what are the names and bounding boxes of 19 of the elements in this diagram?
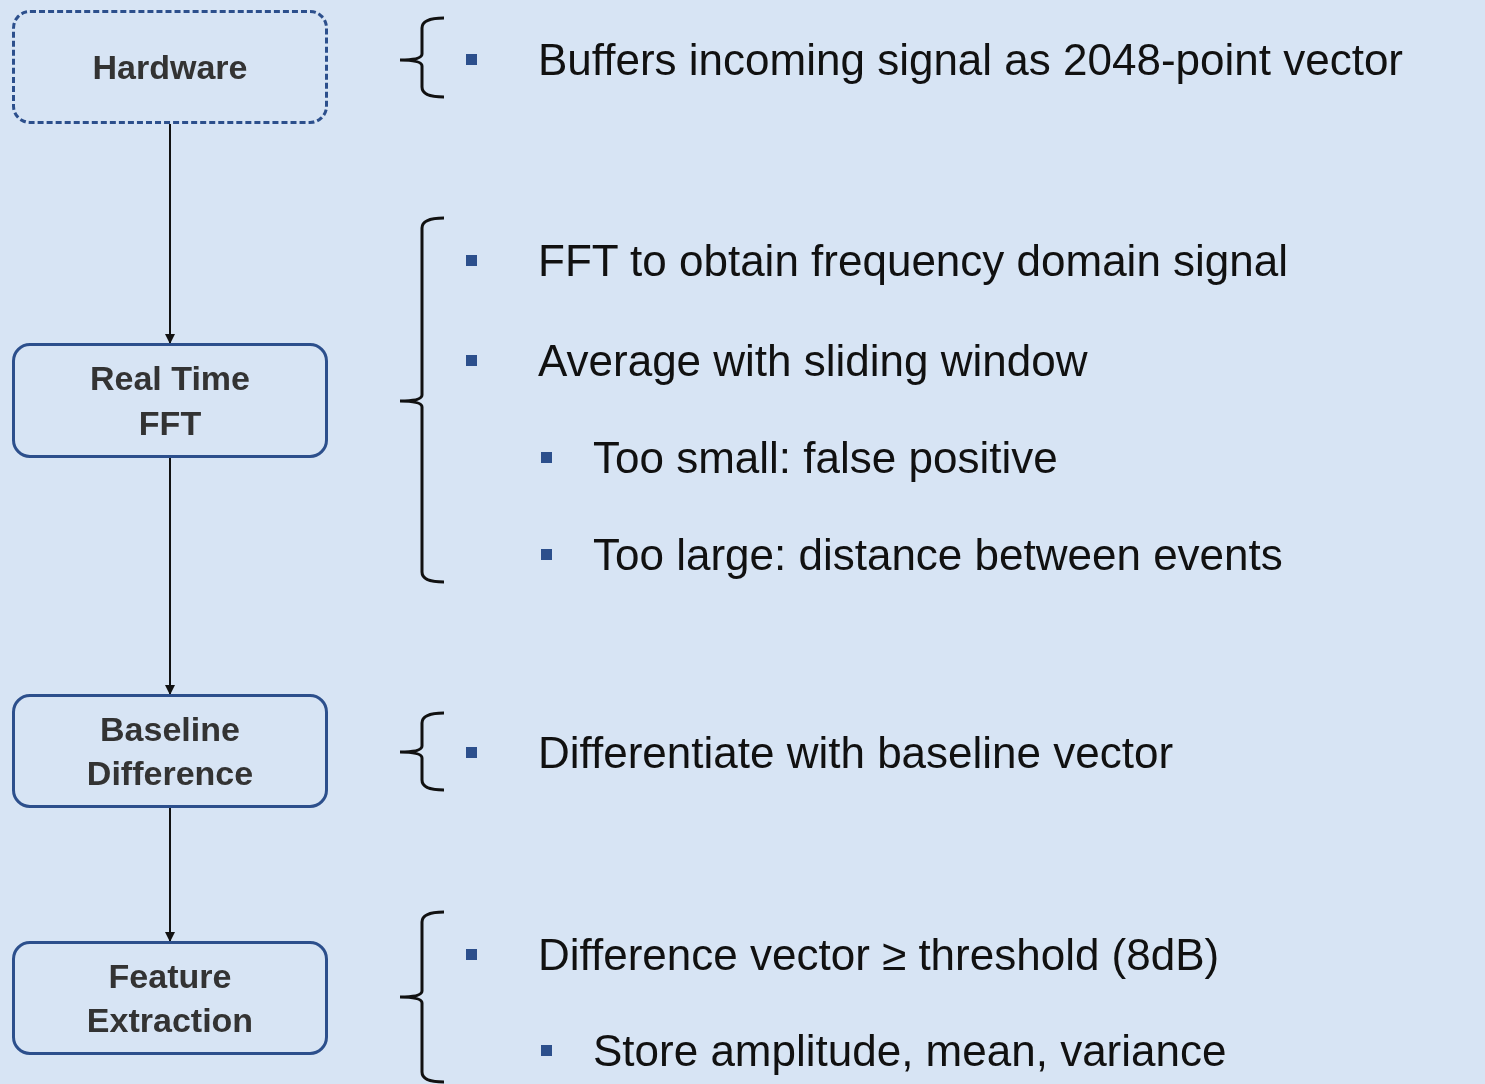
process-box xyxy=(12,343,328,458)
process-box xyxy=(12,694,328,808)
dashed-process-box xyxy=(12,10,328,124)
node-label: Real Time FFT xyxy=(89,358,251,444)
bullet-text: Too large: distance between events xyxy=(593,533,1283,577)
arrow xyxy=(165,123,175,344)
node-label: Baseline Difference xyxy=(85,708,255,794)
bullet-text: Differentiate with baseline vector xyxy=(538,731,1174,775)
arrow xyxy=(165,457,175,695)
arrow xyxy=(165,807,175,942)
node-label: Feature Extraction xyxy=(85,955,255,1041)
bullet-text: Buffers incoming signal as 2048-point vector xyxy=(538,38,1403,82)
bullet-text: Average with sliding window xyxy=(538,339,1088,383)
bullet-text: Store amplitude, mean, variance xyxy=(593,1029,1227,1073)
process-box xyxy=(12,941,328,1055)
bullet-text: Too small: false positive xyxy=(593,436,1058,480)
bullet-text: Difference vector ≥ threshold (8dB) xyxy=(538,933,1220,977)
node-label: Hardware xyxy=(92,46,248,88)
bullet-text: FFT to obtain frequency domain signal xyxy=(538,239,1289,283)
